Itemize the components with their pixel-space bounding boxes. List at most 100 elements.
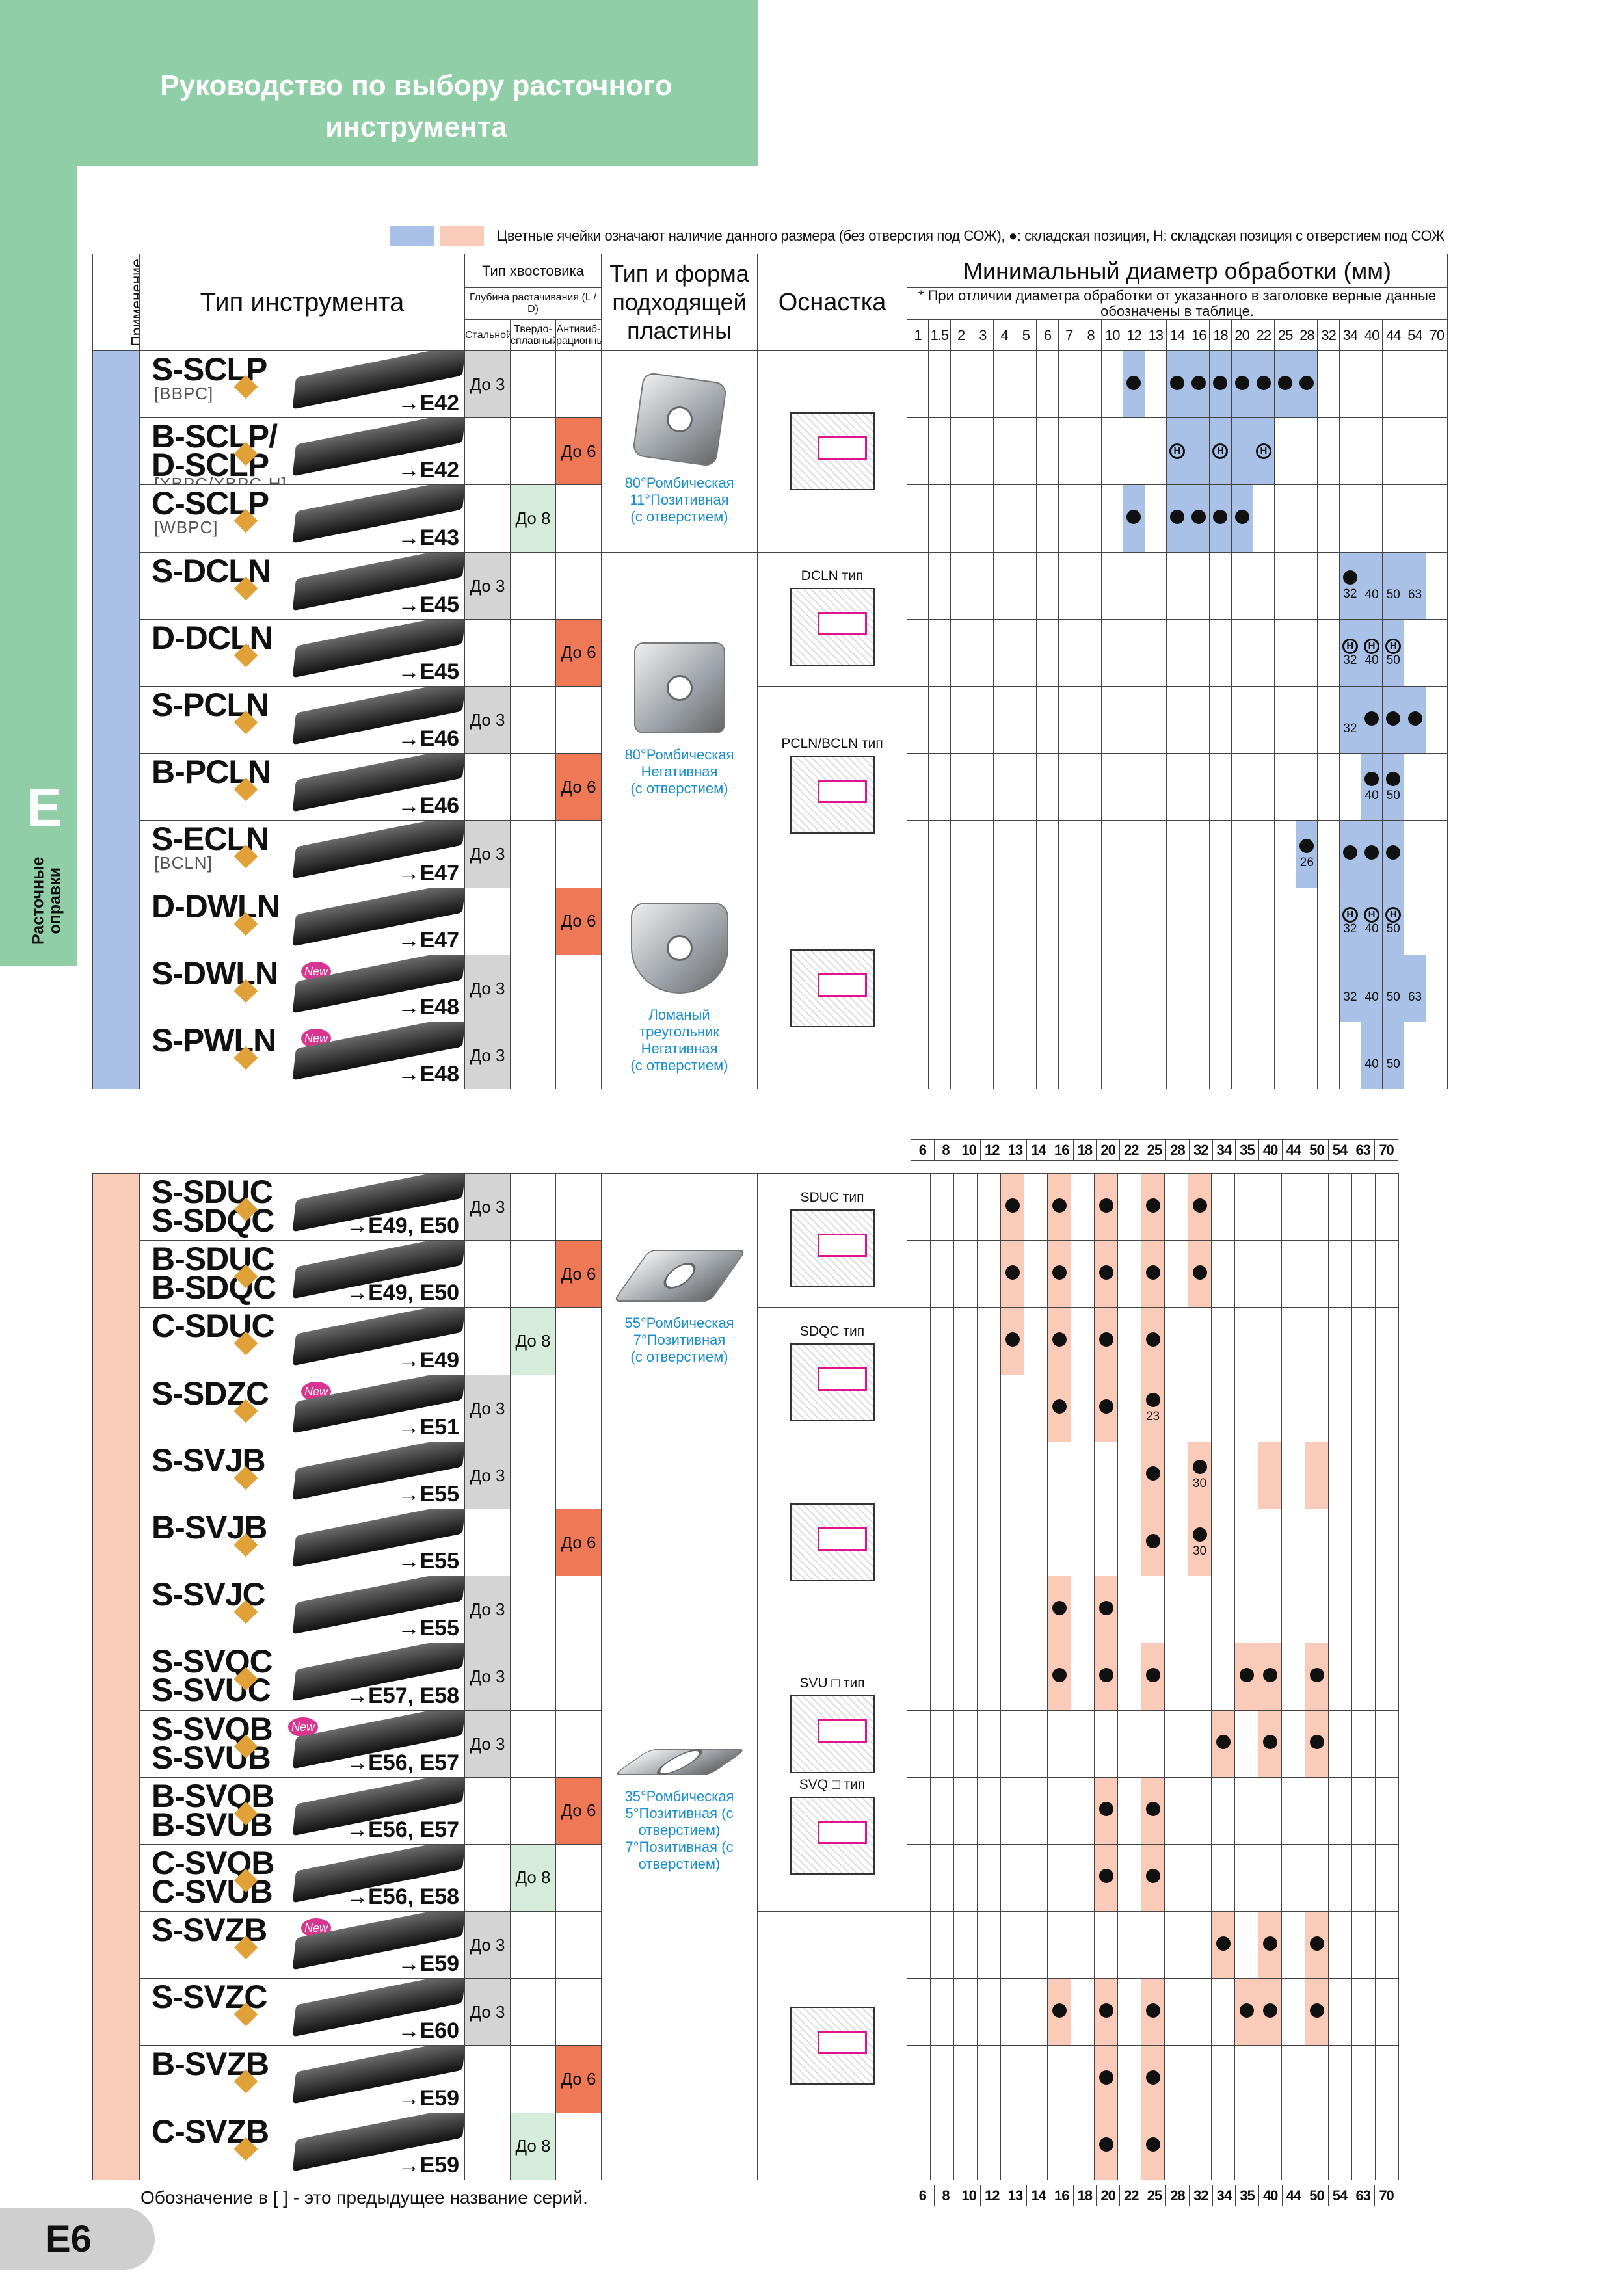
- size-cell: [930, 1441, 954, 1509]
- size-cell: [1328, 1240, 1352, 1308]
- size-cell: [1000, 1508, 1024, 1577]
- tool-name-cell[interactable]: S-SVQC S-SVUC→E57, E58: [139, 1643, 465, 1711]
- size-cell: [1036, 887, 1059, 955]
- size-cell: [1338, 1021, 1361, 1090]
- size-cell: [1094, 1576, 1118, 1644]
- tool-name-cell[interactable]: D-DCLN→E45: [139, 618, 465, 687]
- size-cell: [953, 1978, 978, 2046]
- catalog-ref: →E56, E57: [346, 1817, 459, 1842]
- stock-dot: [1145, 1265, 1160, 1280]
- tool-name-cell[interactable]: B-SVQB B-SVUB→E56, E57: [139, 1776, 465, 1845]
- size-cell: [1165, 1021, 1189, 1090]
- tool-name-cell[interactable]: C-SCLP[WBPC]→E43: [139, 484, 465, 553]
- size-cell: [1231, 954, 1253, 1022]
- tooling-cell: SDUC тип: [757, 1172, 907, 1308]
- size-header: 40: [1360, 319, 1383, 351]
- bore-depth-cell: До 3: [464, 551, 511, 620]
- size-cell: [1164, 1441, 1188, 1509]
- catalog-ref: →E55: [397, 1549, 460, 1574]
- size-cell: [1351, 1441, 1376, 1509]
- size-cell: [1123, 484, 1145, 553]
- size-cell: [953, 1240, 978, 1308]
- col-application: Применение: [92, 254, 140, 351]
- tool-name-cell[interactable]: S-DCLN→E45: [139, 551, 465, 620]
- bore-depth-cell: [464, 1508, 511, 1577]
- tool-name-cell[interactable]: C-SVQB C-SVUB→E56, E58: [139, 1843, 465, 1912]
- size-cell: [1305, 1374, 1329, 1442]
- size-cell: [907, 2112, 931, 2180]
- size-cell: [1079, 618, 1102, 687]
- size-cell: [1258, 1307, 1282, 1375]
- size-cell: [1117, 1709, 1141, 1778]
- size-cell: [1305, 1240, 1329, 1308]
- tool-name-cell[interactable]: C-SVZB→E59: [139, 2112, 465, 2180]
- bore-depth-cell: [464, 484, 511, 553]
- size-cell: [1274, 753, 1297, 821]
- size-cell: [1000, 1576, 1024, 1644]
- bore-depth-cell: [555, 1843, 602, 1912]
- size-cell: [950, 618, 972, 687]
- stock-dot: [1299, 375, 1314, 390]
- steel-header: Стальной: [464, 319, 511, 351]
- tool-name-cell[interactable]: C-SDUC→E49: [139, 1307, 465, 1375]
- bore-depth-cell: [464, 1776, 511, 1845]
- size-cell: [1234, 1643, 1258, 1711]
- tool-name-cell[interactable]: S-PCLN→E46: [139, 685, 465, 754]
- bore-depth-cell: [464, 753, 511, 821]
- stock-dot: [1145, 1332, 1160, 1347]
- insert-description: Ломаный треугольник Негативная (с отверс…: [630, 1006, 728, 1074]
- size-cell: [1338, 350, 1361, 419]
- size-cell: [1404, 820, 1426, 888]
- bore-depth-cell: [510, 1709, 556, 1778]
- size-cell: [907, 1441, 931, 1509]
- tool-name-cell[interactable]: B-PCLN→E46: [139, 753, 465, 821]
- size-header: 20: [1096, 1139, 1120, 1161]
- size-note: 50: [1386, 788, 1400, 802]
- size-cell: [977, 1374, 1001, 1442]
- tool-name-cell[interactable]: S-SDUC S-SDQC→E49, E50: [139, 1172, 465, 1241]
- size-cell: [1328, 2112, 1352, 2180]
- size-cell: [1071, 1709, 1095, 1778]
- tool-name-cell[interactable]: S-SVZC→E60: [139, 1978, 465, 2046]
- size-cell: [1328, 1776, 1352, 1845]
- section-letter: E: [12, 776, 77, 841]
- size-cell: [1047, 1911, 1071, 1979]
- size-cell: [1058, 350, 1080, 419]
- size-header: 6: [911, 2185, 935, 2206]
- size-cell: [1024, 1911, 1048, 1979]
- tool-name-cell[interactable]: S-SCLP[BBPC]→E42: [139, 350, 465, 419]
- tool-name-cell[interactable]: B-SVJB→E55: [139, 1508, 465, 1577]
- tool-name-cell[interactable]: B-SVZB→E59: [139, 2045, 465, 2113]
- size-cell: [1252, 618, 1275, 687]
- tool-name-cell[interactable]: B-SDUC B-SDQC→E49, E50: [139, 1240, 465, 1308]
- bore-depth-cell: [510, 1374, 556, 1442]
- size-header: 12: [979, 1139, 1004, 1161]
- size-cell: [1071, 1374, 1095, 1442]
- tool-name-cell[interactable]: S-SVJB→E55: [139, 1441, 465, 1509]
- size-cell: [1164, 1508, 1188, 1577]
- tool-name-cell[interactable]: S-ECLN[BCLN]→E47: [139, 820, 465, 888]
- tool-name-cell[interactable]: B-SCLP/ D-SCLP[XBPC/XBPC-H]→E42: [139, 417, 465, 486]
- col-tooling: Оснастка: [757, 254, 908, 351]
- tool-name-cell[interactable]: S-SVJC→E55: [139, 1576, 465, 1644]
- size-cell: [1404, 753, 1426, 821]
- tool-name-cell[interactable]: D-DWLN→E47: [139, 887, 465, 955]
- size-cell: [928, 887, 951, 955]
- catalog-ref: →E49: [397, 1347, 460, 1373]
- diameter-note: * При отличии диаметра обработки от указ…: [907, 287, 1448, 320]
- catalog-ref: →E48: [397, 994, 460, 1020]
- size-cell: 50: [1382, 551, 1405, 620]
- coolant-stock-icon: H: [1212, 443, 1229, 460]
- size-cell: [1274, 551, 1297, 620]
- size-cell: [1000, 1172, 1024, 1241]
- stock-dot: [1126, 375, 1141, 390]
- min-diameter-header: Минимальный диаметр обработки (мм): [963, 257, 1392, 284]
